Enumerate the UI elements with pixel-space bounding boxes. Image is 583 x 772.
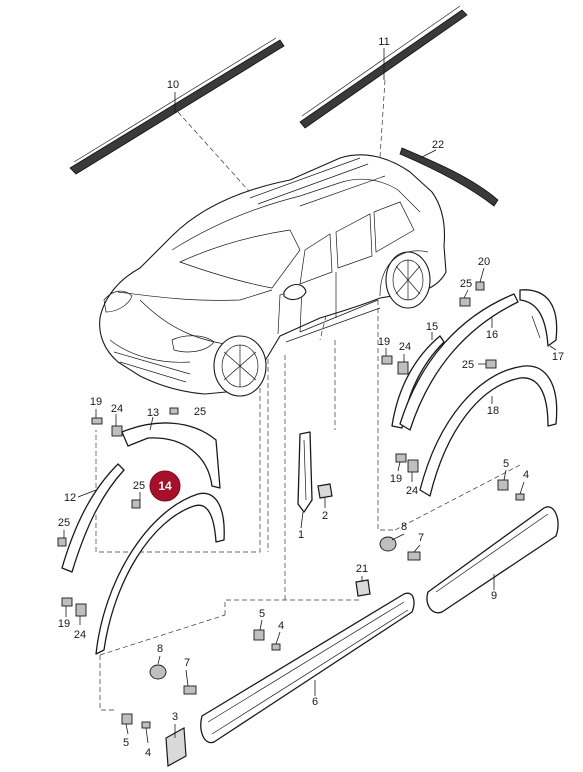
callout-2: 2 xyxy=(322,510,328,522)
callout-18: 18 xyxy=(487,405,499,417)
callout-4-c: 4 xyxy=(145,747,151,759)
callout-24-b: 24 xyxy=(111,403,123,415)
callout-19-d: 19 xyxy=(58,618,70,630)
callout-11: 11 xyxy=(378,36,389,48)
part-13-front-arch-upper xyxy=(121,422,221,489)
callout-19-b: 19 xyxy=(90,396,102,408)
part-14-front-wheel-arch xyxy=(95,492,225,655)
part-17-rear-bumper-extension xyxy=(519,289,558,347)
callout-13: 13 xyxy=(147,407,159,419)
callout-17: 17 xyxy=(552,351,564,363)
callout-25-d: 25 xyxy=(133,480,145,492)
callout-8-b: 8 xyxy=(157,643,163,655)
part-2-clip xyxy=(317,483,333,499)
callout-24-c: 24 xyxy=(406,485,418,497)
callout-7-a: 7 xyxy=(418,532,424,544)
callout-16: 16 xyxy=(486,329,498,341)
callout-25-e: 25 xyxy=(58,517,70,529)
callout-25-c: 25 xyxy=(194,406,206,418)
part-6-side-sill xyxy=(200,592,415,744)
callout-12: 12 xyxy=(64,492,76,504)
part-22-rear-trim xyxy=(399,147,499,207)
callout-19-c: 19 xyxy=(390,473,402,485)
callout-5-b: 5 xyxy=(259,608,265,620)
callout-14: 14 xyxy=(158,479,172,493)
callout-labels: 10 11 22 20 25 15 16 17 19 24 25 18 19 2… xyxy=(58,36,564,759)
car-body xyxy=(99,154,447,397)
callout-19-a: 19 xyxy=(378,336,390,348)
callout-4-a: 4 xyxy=(523,469,529,481)
callout-24-d: 24 xyxy=(74,629,86,641)
callout-22: 22 xyxy=(432,139,444,151)
callout-20: 20 xyxy=(478,256,490,268)
part-16-rear-arch-upper xyxy=(399,293,519,431)
callout-25-b: 25 xyxy=(462,359,474,371)
callout-8-a: 8 xyxy=(401,521,407,533)
part-12-front-fender-trim xyxy=(61,463,125,573)
fasteners xyxy=(57,281,525,729)
callout-21: 21 xyxy=(356,563,368,575)
callout-15: 15 xyxy=(426,321,438,333)
part-18-rear-wheel-arch xyxy=(419,365,558,497)
part-21-clip xyxy=(355,579,371,597)
callout-5-c: 5 xyxy=(123,737,129,749)
callout-25-a: 25 xyxy=(460,278,472,290)
callout-24-a: 24 xyxy=(399,341,411,353)
callout-9: 9 xyxy=(491,590,497,602)
callout-6: 6 xyxy=(312,696,318,708)
part-11-window-trim xyxy=(299,5,468,129)
callout-7-b: 7 xyxy=(184,657,190,669)
callout-3: 3 xyxy=(172,711,178,723)
callout-10: 10 xyxy=(167,79,179,91)
callout-1: 1 xyxy=(298,529,304,541)
leader-lines xyxy=(63,48,557,744)
part-9-door-trim xyxy=(426,506,559,614)
highlight-marker xyxy=(149,470,181,502)
callout-5-a: 5 xyxy=(503,458,509,470)
highlighted-callout-14[interactable]: 14 xyxy=(149,470,181,502)
part-1-pillar-trim xyxy=(297,431,313,513)
part-10-window-trim xyxy=(69,37,285,175)
part-3-end-cap xyxy=(165,727,187,767)
callout-4-b: 4 xyxy=(278,620,284,632)
